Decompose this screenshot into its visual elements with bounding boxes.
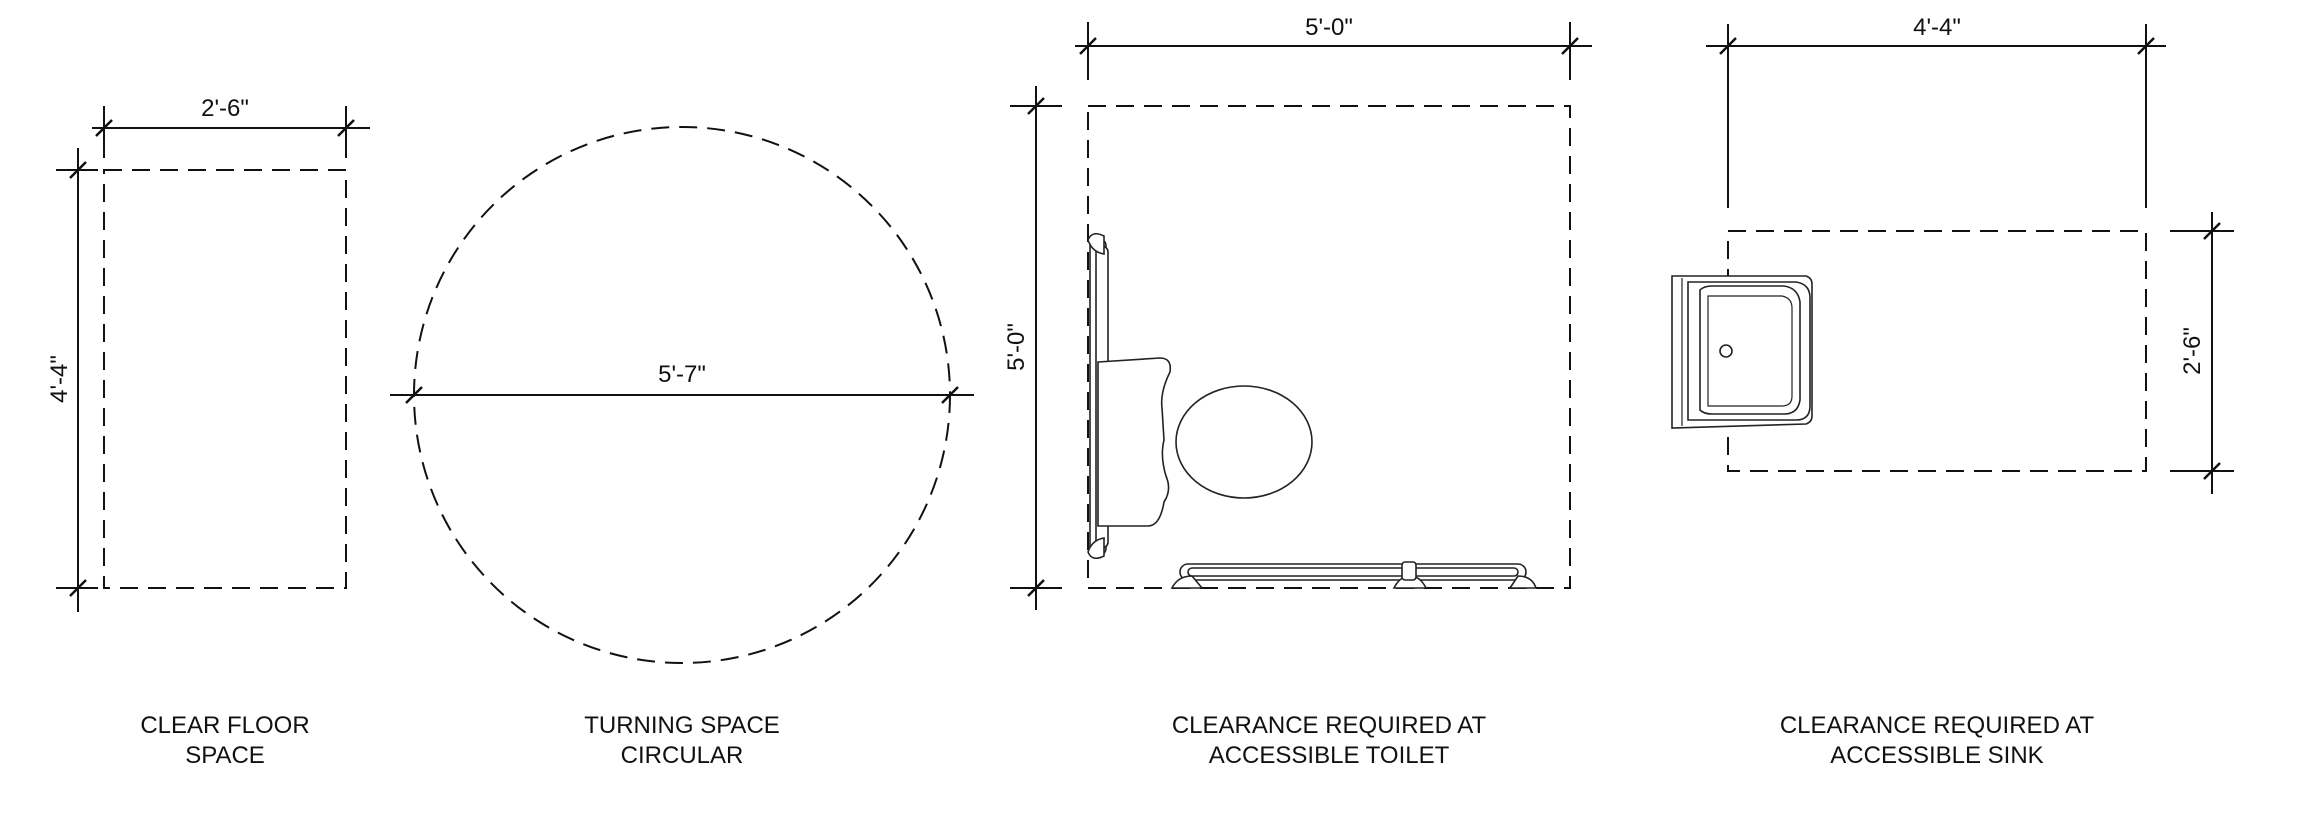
turning-caption-line1: TURNING SPACE [584,712,780,739]
sink-icon [1671,275,1813,429]
toilet-caption-line2: ACCESSIBLE TOILET [1209,742,1450,769]
clear-floor-width-dimension: 2'-6" [92,95,370,158]
turning-caption-line2: CIRCULAR [621,742,744,769]
rear-grab-bar-icon [1170,561,1538,589]
toilet-depth-label: 5'-0" [1003,323,1030,371]
sink-depth-label: 2'-6" [2179,327,2206,375]
toilet-tank [1097,357,1172,527]
sink-caption-line2: ACCESSIBLE SINK [1830,742,2043,769]
toilet-bowl [1175,385,1313,499]
clear-floor-outline [103,169,347,589]
turning-diameter-dimension: 5'-7" [390,361,974,404]
turning-diameter-label: 5'-7" [658,361,706,388]
sink-depth-dimension: 2'-6" [2170,212,2234,494]
toilet-width-label: 5'-0" [1305,14,1353,41]
toilet-depth-dimension: 5'-0" [1003,86,1062,610]
sink-clearance-outline [1727,230,2147,472]
toilet-clearance-outline [1087,105,1571,589]
toilet-width-dimension: 5'-0" [1075,14,1592,80]
clear-floor-panel: 2'-6" 4'-4" CLEAR FLOOR SPACE [46,95,370,769]
clear-floor-width-label: 2'-6" [201,95,249,122]
sink-width-label: 4'-4" [1913,14,1961,41]
toilet-panel: 5'-0" 5'-0" [1003,14,1592,769]
sink-width-dimension: 4'-4" [1706,14,2166,208]
sink-caption-line1: CLEARANCE REQUIRED AT [1780,712,2095,739]
toilet-caption-line1: CLEARANCE REQUIRED AT [1172,712,1487,739]
turning-space-panel: 5'-7" TURNING SPACE CIRCULAR [390,126,974,769]
clear-floor-caption-line1: CLEAR FLOOR [140,712,309,739]
toilet-icon [1097,357,1313,527]
clear-floor-depth-label: 4'-4" [46,355,73,403]
clear-floor-caption-line2: SPACE [185,742,265,769]
clear-floor-depth-dimension: 4'-4" [46,148,98,612]
sink-panel: 4'-4" 2'-6" CLEARANCE REQUIRED AT ACCESS… [1671,14,2234,769]
